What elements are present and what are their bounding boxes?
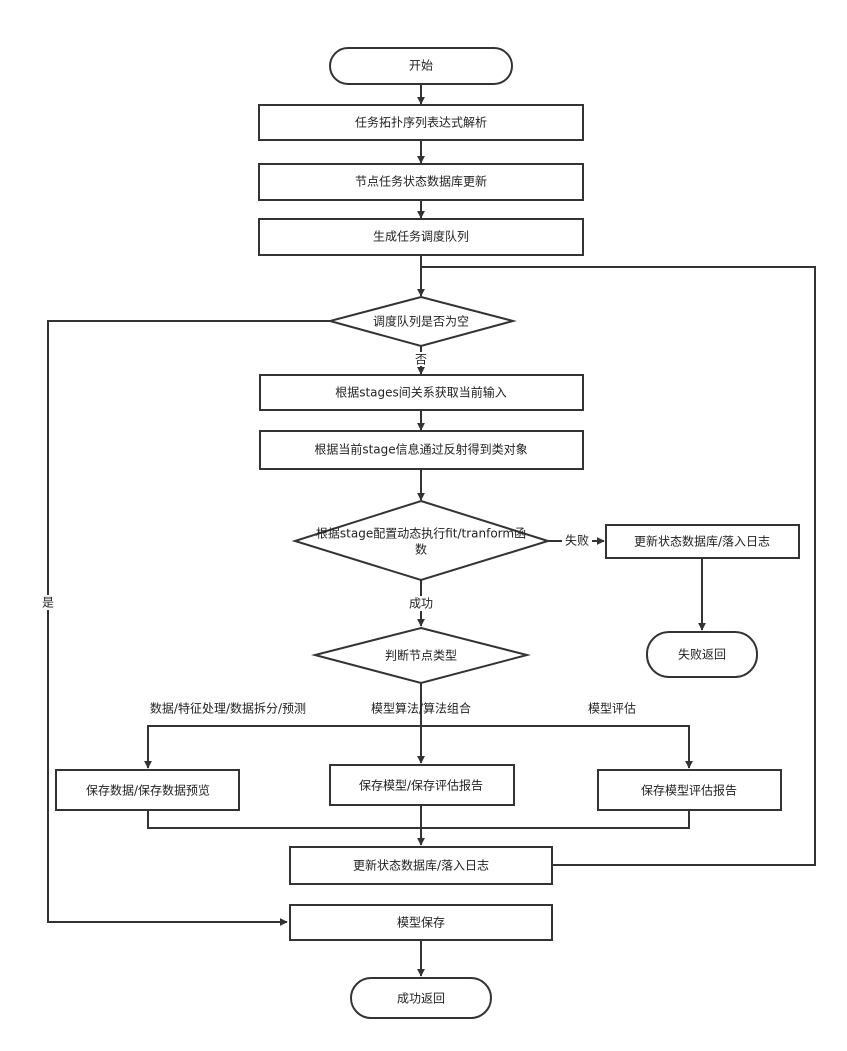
node-save-model: 保存模型/保存评估报告 bbox=[329, 764, 515, 806]
nodes: 开始 任务拓扑序列表达式解析 节点任务状态数据库更新 生成任务调度队列 调度队列… bbox=[55, 47, 800, 1019]
node-model-save: 模型保存 bbox=[289, 904, 553, 941]
edge-loop-back bbox=[421, 266, 816, 866]
node-fail-update-label: 更新状态数据库/落入日志 bbox=[634, 534, 770, 549]
node-save-model-label: 保存模型/保存评估报告 bbox=[359, 778, 483, 793]
label-branch-algo: 模型算法/算法组合 bbox=[371, 701, 471, 716]
decision-exec-label-line1: 根据stage配置动态执行fit/tranform函 bbox=[316, 527, 526, 541]
node-fail-update: 更新状态数据库/落入日志 bbox=[605, 524, 800, 559]
node-update-log: 更新状态数据库/落入日志 bbox=[289, 846, 553, 885]
decision-node-type: 判断节点类型 bbox=[311, 626, 531, 685]
label-branch-data: 数据/特征处理/数据拆分/预测 bbox=[150, 701, 306, 716]
node-parse: 任务拓扑序列表达式解析 bbox=[258, 104, 584, 141]
node-success-return-label: 成功返回 bbox=[397, 992, 445, 1006]
node-success-return: 成功返回 bbox=[350, 977, 492, 1019]
node-gen-queue-label: 生成任务调度队列 bbox=[373, 229, 469, 244]
node-fail-return: 失败返回 bbox=[646, 631, 758, 678]
label-yes: 是 bbox=[42, 596, 54, 610]
node-save-data: 保存数据/保存数据预览 bbox=[55, 769, 240, 811]
node-parse-label: 任务拓扑序列表达式解析 bbox=[355, 115, 487, 130]
node-start: 开始 bbox=[329, 47, 513, 85]
node-model-save-label: 模型保存 bbox=[397, 916, 445, 930]
node-reflect: 根据当前stage信息通过反射得到类对象 bbox=[259, 430, 584, 470]
edge-merge-left bbox=[147, 810, 690, 829]
node-update-log-label: 更新状态数据库/落入日志 bbox=[353, 858, 489, 873]
node-save-eval-label: 保存模型评估报告 bbox=[641, 783, 737, 798]
edge-labels: 否 是 失败 成功 数据/特征处理/数据拆分/预测 模型算法/算法组合 模型评估 bbox=[40, 352, 636, 716]
edge-branch-right bbox=[421, 725, 693, 769]
decision-exec: 根据stage配置动态执行fit/tranform函 数 bbox=[291, 499, 552, 582]
node-start-label: 开始 bbox=[409, 59, 433, 73]
label-no: 否 bbox=[415, 353, 427, 367]
node-update-db: 节点任务状态数据库更新 bbox=[258, 163, 584, 201]
decision-queue-empty-label: 调度队列是否为空 bbox=[373, 314, 469, 329]
label-success: 成功 bbox=[409, 597, 433, 611]
node-get-input-label: 根据stages间关系获取当前输入 bbox=[335, 385, 507, 400]
node-update-db-label: 节点任务状态数据库更新 bbox=[355, 174, 487, 189]
edge-decision-yes bbox=[47, 320, 330, 926]
decision-exec-label-line2: 数 bbox=[415, 542, 427, 557]
edges bbox=[47, 84, 816, 977]
node-save-eval: 保存模型评估报告 bbox=[597, 769, 782, 811]
node-gen-queue: 生成任务调度队列 bbox=[258, 218, 584, 256]
node-get-input: 根据stages间关系获取当前输入 bbox=[259, 374, 584, 411]
label-fail: 失败 bbox=[565, 533, 589, 548]
edge-branch-left bbox=[144, 725, 421, 769]
node-save-data-label: 保存数据/保存数据预览 bbox=[86, 783, 210, 798]
decision-node-type-label: 判断节点类型 bbox=[385, 648, 457, 663]
label-branch-eval: 模型评估 bbox=[588, 702, 636, 716]
node-reflect-label: 根据当前stage信息通过反射得到类对象 bbox=[314, 442, 527, 457]
node-fail-return-label: 失败返回 bbox=[678, 647, 726, 662]
decision-queue-empty: 调度队列是否为空 bbox=[326, 295, 517, 348]
